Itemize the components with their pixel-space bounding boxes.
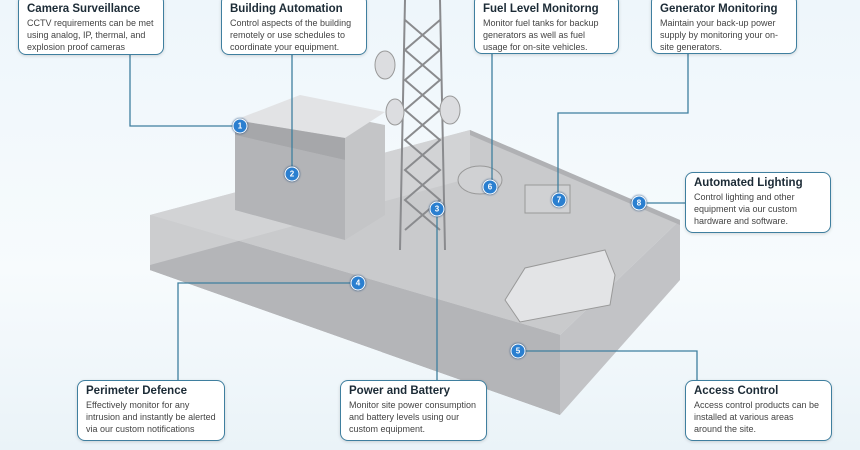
marker-4[interactable]: 4 — [350, 275, 366, 291]
dishes — [374, 50, 461, 126]
callout-title: Camera Surveillance — [27, 3, 141, 15]
callout-title: Fuel Level Monitorng — [483, 3, 599, 15]
leader-lines — [129, 53, 698, 380]
marker-8[interactable]: 8 — [631, 195, 647, 211]
marker-2[interactable]: 2 — [284, 166, 300, 182]
van — [504, 249, 616, 323]
callout-title: Power and Battery — [349, 385, 450, 397]
marker-3[interactable]: 3 — [429, 201, 445, 217]
equipment-building — [235, 95, 385, 240]
callout-title: Access Control — [694, 385, 779, 397]
callout-text: Monitor fuel tanks for backup generators… — [483, 18, 599, 52]
callout-title: Perimeter Defence — [86, 385, 187, 397]
callout-text: Effectively monitor for any intrusion an… — [86, 400, 216, 434]
callout-text: CCTV requirements can be met using analo… — [27, 18, 154, 52]
marker-5[interactable]: 5 — [510, 343, 526, 359]
callout-text: Control lighting and other equipment via… — [694, 192, 798, 226]
site-platform — [150, 130, 680, 415]
marker-6[interactable]: 6 — [482, 179, 498, 195]
tower — [399, 0, 446, 251]
callout-text: Control aspects of the building remotely… — [230, 18, 352, 52]
callout-title: Automated Lighting — [694, 177, 803, 189]
callout-title: Building Automation — [230, 3, 343, 15]
marker-1[interactable]: 1 — [232, 118, 248, 134]
callout-text: Maintain your back-up power supply by mo… — [660, 18, 779, 52]
callout-title: Generator Monitoring — [660, 3, 778, 15]
callout-text: Monitor site power consumption and batte… — [349, 400, 477, 434]
callout-text: Access control products can be installed… — [694, 400, 820, 434]
marker-7[interactable]: 7 — [551, 192, 567, 208]
